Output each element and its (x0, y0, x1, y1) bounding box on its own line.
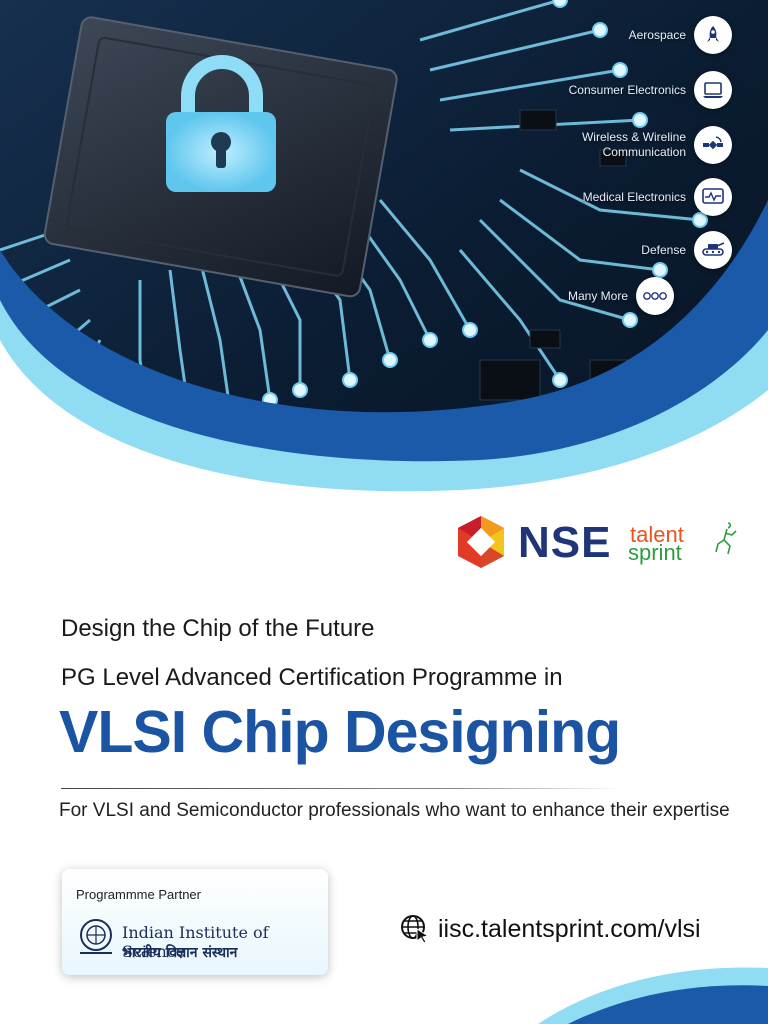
partner-label: Programmme Partner (76, 887, 201, 902)
more-dots-icon (636, 277, 674, 315)
industry-label: Many More (567, 288, 628, 303)
industry-item-consumer-electronics: Consumer Electronics (569, 71, 732, 109)
industry-item-defense: Defense (641, 231, 732, 269)
monitor-icon (694, 178, 732, 216)
nse-wordmark: NSE (518, 518, 612, 567)
programme-heading: PG Level Advanced Certification Programm… (61, 664, 563, 691)
satellite-icon (694, 126, 732, 164)
nse-talentsprint-logo: NSE talent sprint (452, 514, 742, 570)
talent-wordmark: talent (630, 522, 684, 547)
hero-image (0, 0, 768, 580)
page-title: VLSI Chip Designing (59, 699, 621, 765)
laptop-icon (694, 71, 732, 109)
industry-label: Aerospace (628, 27, 686, 42)
industry-item-aerospace: Aerospace (629, 16, 732, 54)
nse-emblem-icon (458, 516, 504, 568)
tank-icon (694, 231, 732, 269)
partner-name-hindi: भारतीय विज्ञान संस्थान (122, 945, 238, 961)
divider (61, 788, 621, 789)
sprint-wordmark: sprint (628, 540, 682, 565)
iisc-emblem-icon (80, 919, 112, 954)
industry-item-medical-electronics: Medical Electronics (583, 178, 732, 216)
runner-icon (715, 522, 737, 555)
programme-partner-card: Programmme Partner Indian Institute of S… (62, 869, 328, 975)
partner-name-english: Indian Institute of Science (122, 923, 269, 961)
rocket-icon (694, 16, 732, 54)
corner-wave-decoration (538, 967, 768, 1024)
tagline: Design the Chip of the Future (61, 615, 375, 642)
industry-label: Consumer Electronics (568, 82, 686, 97)
website-link[interactable]: iisc.talentsprint.com/vlsi (400, 914, 701, 944)
website-url: iisc.talentsprint.com/vlsi (438, 914, 701, 943)
industry-label: Medical Electronics (582, 189, 686, 204)
globe-cursor-icon (401, 915, 430, 944)
circuit-board-illustration (0, 0, 768, 580)
industry-label: Defense (641, 242, 686, 257)
padlock-icon (166, 55, 276, 192)
subtitle: For VLSI and Semiconductor professionals… (59, 800, 730, 821)
industry-item-many-more: Many More (568, 277, 674, 315)
